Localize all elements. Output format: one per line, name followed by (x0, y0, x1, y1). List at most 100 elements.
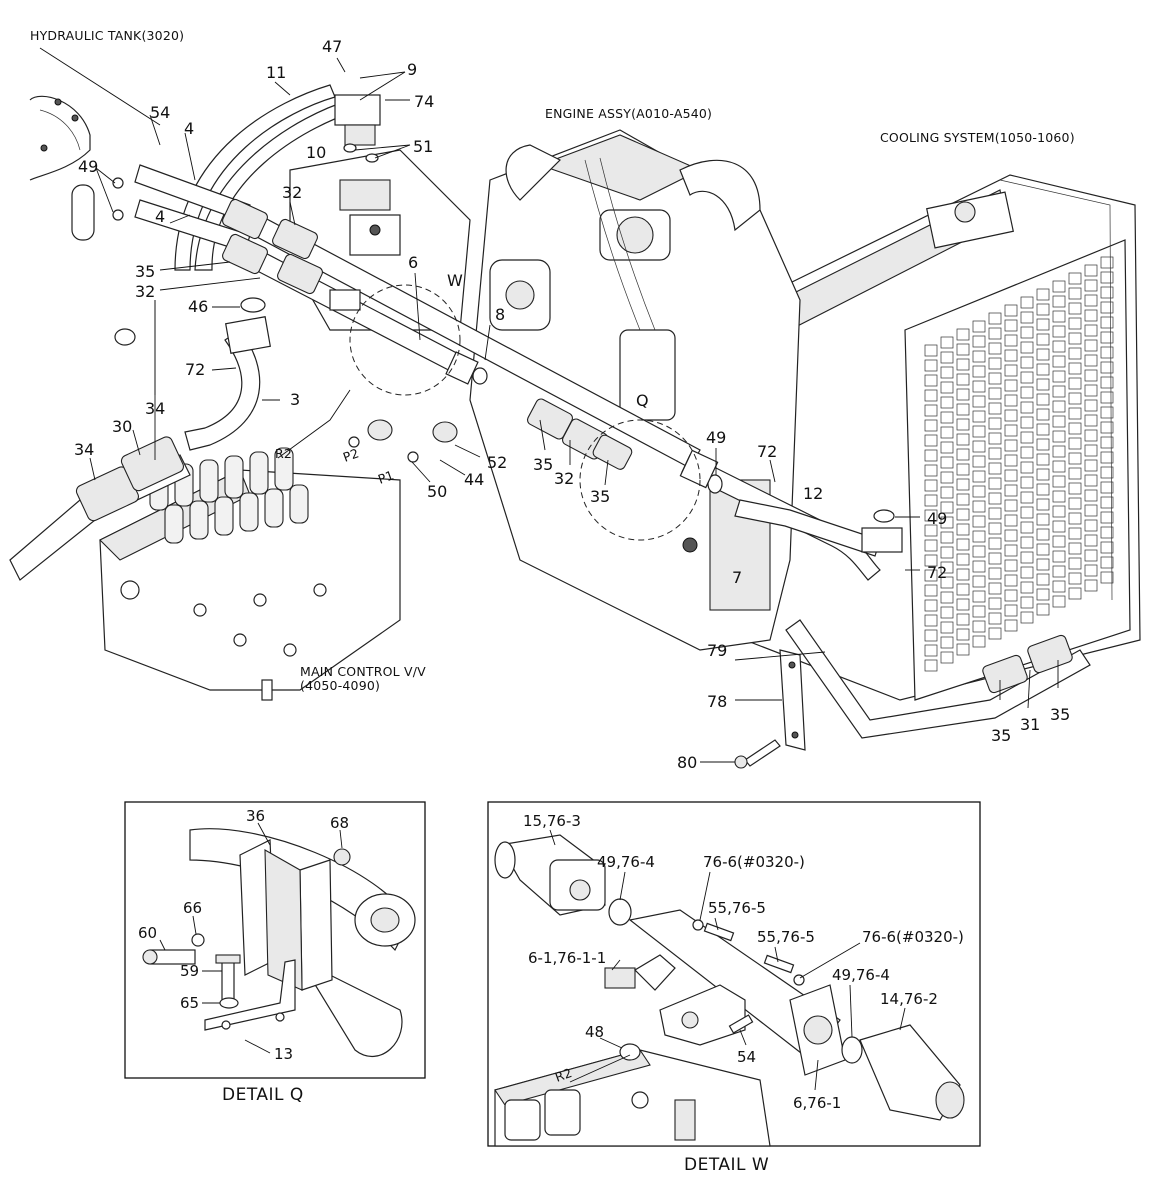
radiator-cell (1100, 376, 1114, 389)
radiator-cell (1036, 468, 1050, 481)
radiator-cell (940, 471, 954, 484)
radiator-cell (1036, 588, 1050, 601)
radiator-cell (1004, 349, 1018, 362)
radiator-cell (988, 537, 1002, 550)
radiator-cell (972, 545, 986, 558)
radiator-cell (1100, 271, 1114, 284)
radiator-cell (940, 426, 954, 439)
callout: 50 (427, 482, 447, 501)
radiator-cell (1068, 467, 1082, 480)
radiator-cell (1020, 461, 1034, 474)
radiator-cell (1068, 287, 1082, 300)
radiator-cell (972, 485, 986, 498)
callout: 35 (590, 487, 610, 506)
radiator-cell (1052, 535, 1066, 548)
callout: 34 (145, 399, 165, 418)
radiator-cell (988, 492, 1002, 505)
radiator-cell (1084, 444, 1098, 457)
radiator-cell (1100, 361, 1114, 374)
radiator-cell (1036, 573, 1050, 586)
radiator-cell (1084, 369, 1098, 382)
leader-lines (39, 47, 1059, 763)
radiator-cell (1004, 454, 1018, 467)
radiator-cell (988, 582, 1002, 595)
callout: 6 (408, 253, 418, 272)
radiator-cell (1084, 264, 1098, 277)
radiator-cell (1084, 324, 1098, 337)
radiator-cell (1084, 579, 1098, 592)
radiator-cell (940, 591, 954, 604)
radiator-cell (988, 462, 1002, 475)
detail-q-callout: 66 (183, 899, 202, 917)
radiator-cell (1036, 513, 1050, 526)
radiator-cell (940, 351, 954, 364)
radiator-cell (1084, 489, 1098, 502)
radiator-cell (956, 538, 970, 551)
radiator-cell (924, 449, 938, 462)
valve-spool-cap (214, 496, 234, 536)
callout: 8 (495, 305, 505, 324)
radiator-cell (988, 432, 1002, 445)
port-label-p1: P1 (376, 467, 396, 487)
valve-spool-cap (274, 447, 294, 491)
radiator-cell (1004, 559, 1018, 572)
radiator-cell (924, 539, 938, 552)
radiator-cell (972, 530, 986, 543)
radiator-cell (1084, 534, 1098, 547)
radiator-cell (956, 448, 970, 461)
radiator-cell (1100, 451, 1114, 464)
radiator-cell (1020, 326, 1034, 339)
radiator-cell (924, 389, 938, 402)
radiator-cell (924, 494, 938, 507)
radiator-cell (924, 614, 938, 627)
radiator-cell (1036, 423, 1050, 436)
port-label-r2: R2 (275, 446, 292, 461)
radiator-cell (1068, 572, 1082, 585)
caption-cooling-system: COOLING SYSTEM(1050-1060) (880, 130, 1075, 145)
radiator-cell (940, 441, 954, 454)
radiator-cell (1052, 580, 1066, 593)
radiator-cell (956, 328, 970, 341)
radiator-cell (972, 590, 986, 603)
radiator-cell (924, 434, 938, 447)
radiator-cell (1100, 511, 1114, 524)
detail-q-caption: DETAIL Q (222, 1085, 304, 1105)
radiator-cell (988, 447, 1002, 460)
radiator-cell (1068, 317, 1082, 330)
radiator-cell (940, 456, 954, 469)
radiator-cell (1052, 460, 1066, 473)
radiator-cell (1100, 316, 1114, 329)
caption-hydraulic-tank: HYDRAULIC TANK(3020) (30, 28, 184, 43)
radiator-cell (988, 387, 1002, 400)
detail-w-callout: 55,76-5 (757, 928, 815, 946)
detail-w-callout: 49,76-4 (832, 966, 890, 984)
callout: 49 (78, 157, 98, 176)
callout: 72 (757, 442, 777, 461)
radiator-cell (1036, 288, 1050, 301)
radiator-cell (924, 344, 938, 357)
callout: 32 (554, 469, 574, 488)
radiator-cell (1084, 414, 1098, 427)
radiator-cell (940, 546, 954, 559)
radiator-cell (1068, 302, 1082, 315)
radiator-cell (1020, 476, 1034, 489)
radiator-cell (972, 320, 986, 333)
radiator-cell (972, 455, 986, 468)
radiator-cell (972, 500, 986, 513)
callout: 9 (407, 60, 417, 79)
callout: 80 (677, 753, 697, 772)
radiator-cell (1068, 587, 1082, 600)
radiator-cell (956, 508, 970, 521)
radiator-cell (1084, 309, 1098, 322)
callout: 78 (707, 692, 727, 711)
radiator-cell (1100, 331, 1114, 344)
radiator-cell (1100, 541, 1114, 554)
radiator-cell (924, 524, 938, 537)
radiator-cell (972, 380, 986, 393)
radiator-cell (1036, 393, 1050, 406)
callout: 35 (533, 455, 553, 474)
radiator-cell (988, 567, 1002, 580)
radiator-cell (956, 553, 970, 566)
radiator-cell (1084, 429, 1098, 442)
radiator-cell (1020, 401, 1034, 414)
